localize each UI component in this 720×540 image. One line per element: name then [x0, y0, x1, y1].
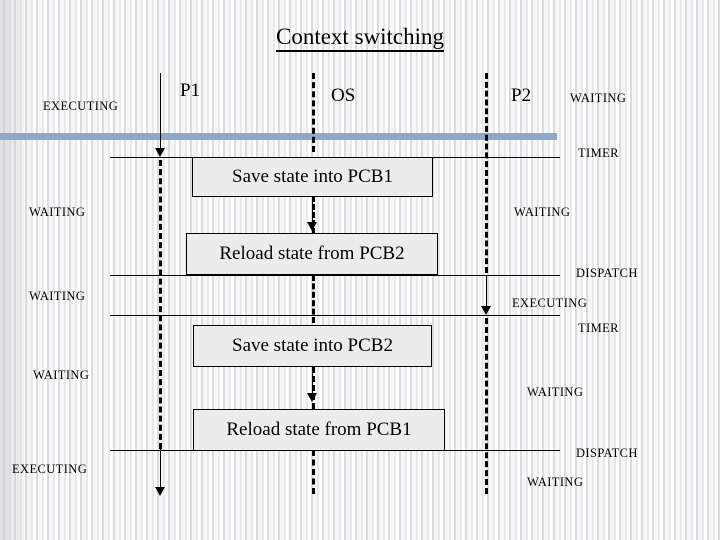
p2-lifeline-solid [486, 275, 487, 307]
right-state-timer-2: TIMER [578, 321, 619, 335]
connector-1 [312, 197, 313, 223]
left-state-executing-1: EXECUTING [43, 99, 119, 113]
event-rule-dispatch-1 [110, 275, 560, 276]
accent-bar [0, 133, 557, 140]
p2-arrow-head [481, 306, 491, 315]
os-lifeline-dashed-2 [312, 196, 315, 234]
os-lifeline-dashed-4 [312, 367, 315, 409]
right-state-dispatch-1: DISPATCH [576, 266, 638, 280]
right-state-timer-1: TIMER [578, 146, 619, 160]
os-lifeline-dashed-1 [312, 73, 315, 152]
right-state-waiting-1: WAITING [570, 91, 627, 105]
right-state-executing: EXECUTING [512, 296, 588, 310]
page-title-text: Context switching [275, 24, 445, 52]
page-title: Context switching [0, 24, 720, 52]
process-box-save-pcb1: Save state into PCB1 [192, 157, 433, 197]
column-header-p2: P2 [511, 85, 532, 106]
p2-lifeline-dashed-1 [485, 73, 488, 273]
p2-lifeline-dashed-2 [485, 318, 488, 494]
column-header-p1: P1 [180, 80, 201, 101]
connector-1-arrow-head [307, 222, 317, 231]
p1-lifeline-dashed [159, 160, 162, 449]
process-box-reload-pcb2: Reload state from PCB2 [186, 233, 438, 275]
left-state-waiting-1: WAITING [29, 205, 86, 219]
process-box-reload-pcb1: Reload state from PCB1 [193, 409, 445, 451]
right-state-waiting-4: WAITING [527, 475, 584, 489]
left-state-executing-2: EXECUTING [12, 462, 88, 476]
right-state-waiting-3: WAITING [527, 385, 584, 399]
left-state-waiting-2: WAITING [29, 289, 86, 303]
connector-2 [312, 367, 313, 394]
column-header-os: OS [331, 85, 356, 106]
p1-lifeline-solid-top [160, 73, 161, 149]
right-state-dispatch-2: DISPATCH [576, 446, 638, 460]
p1-arrow-head-bottom [155, 487, 165, 496]
event-rule-timer-2 [110, 315, 560, 316]
process-box-save-pcb2: Save state into PCB2 [193, 325, 432, 367]
left-state-waiting-3: WAITING [33, 368, 90, 382]
p1-lifeline-solid-bottom [160, 449, 161, 489]
os-lifeline-dashed-3 [312, 275, 315, 323]
os-lifeline-dashed-5 [312, 450, 315, 494]
connector-2-arrow-head [307, 393, 317, 402]
right-state-waiting-2: WAITING [514, 205, 571, 219]
p1-arrow-head-top [155, 148, 165, 157]
